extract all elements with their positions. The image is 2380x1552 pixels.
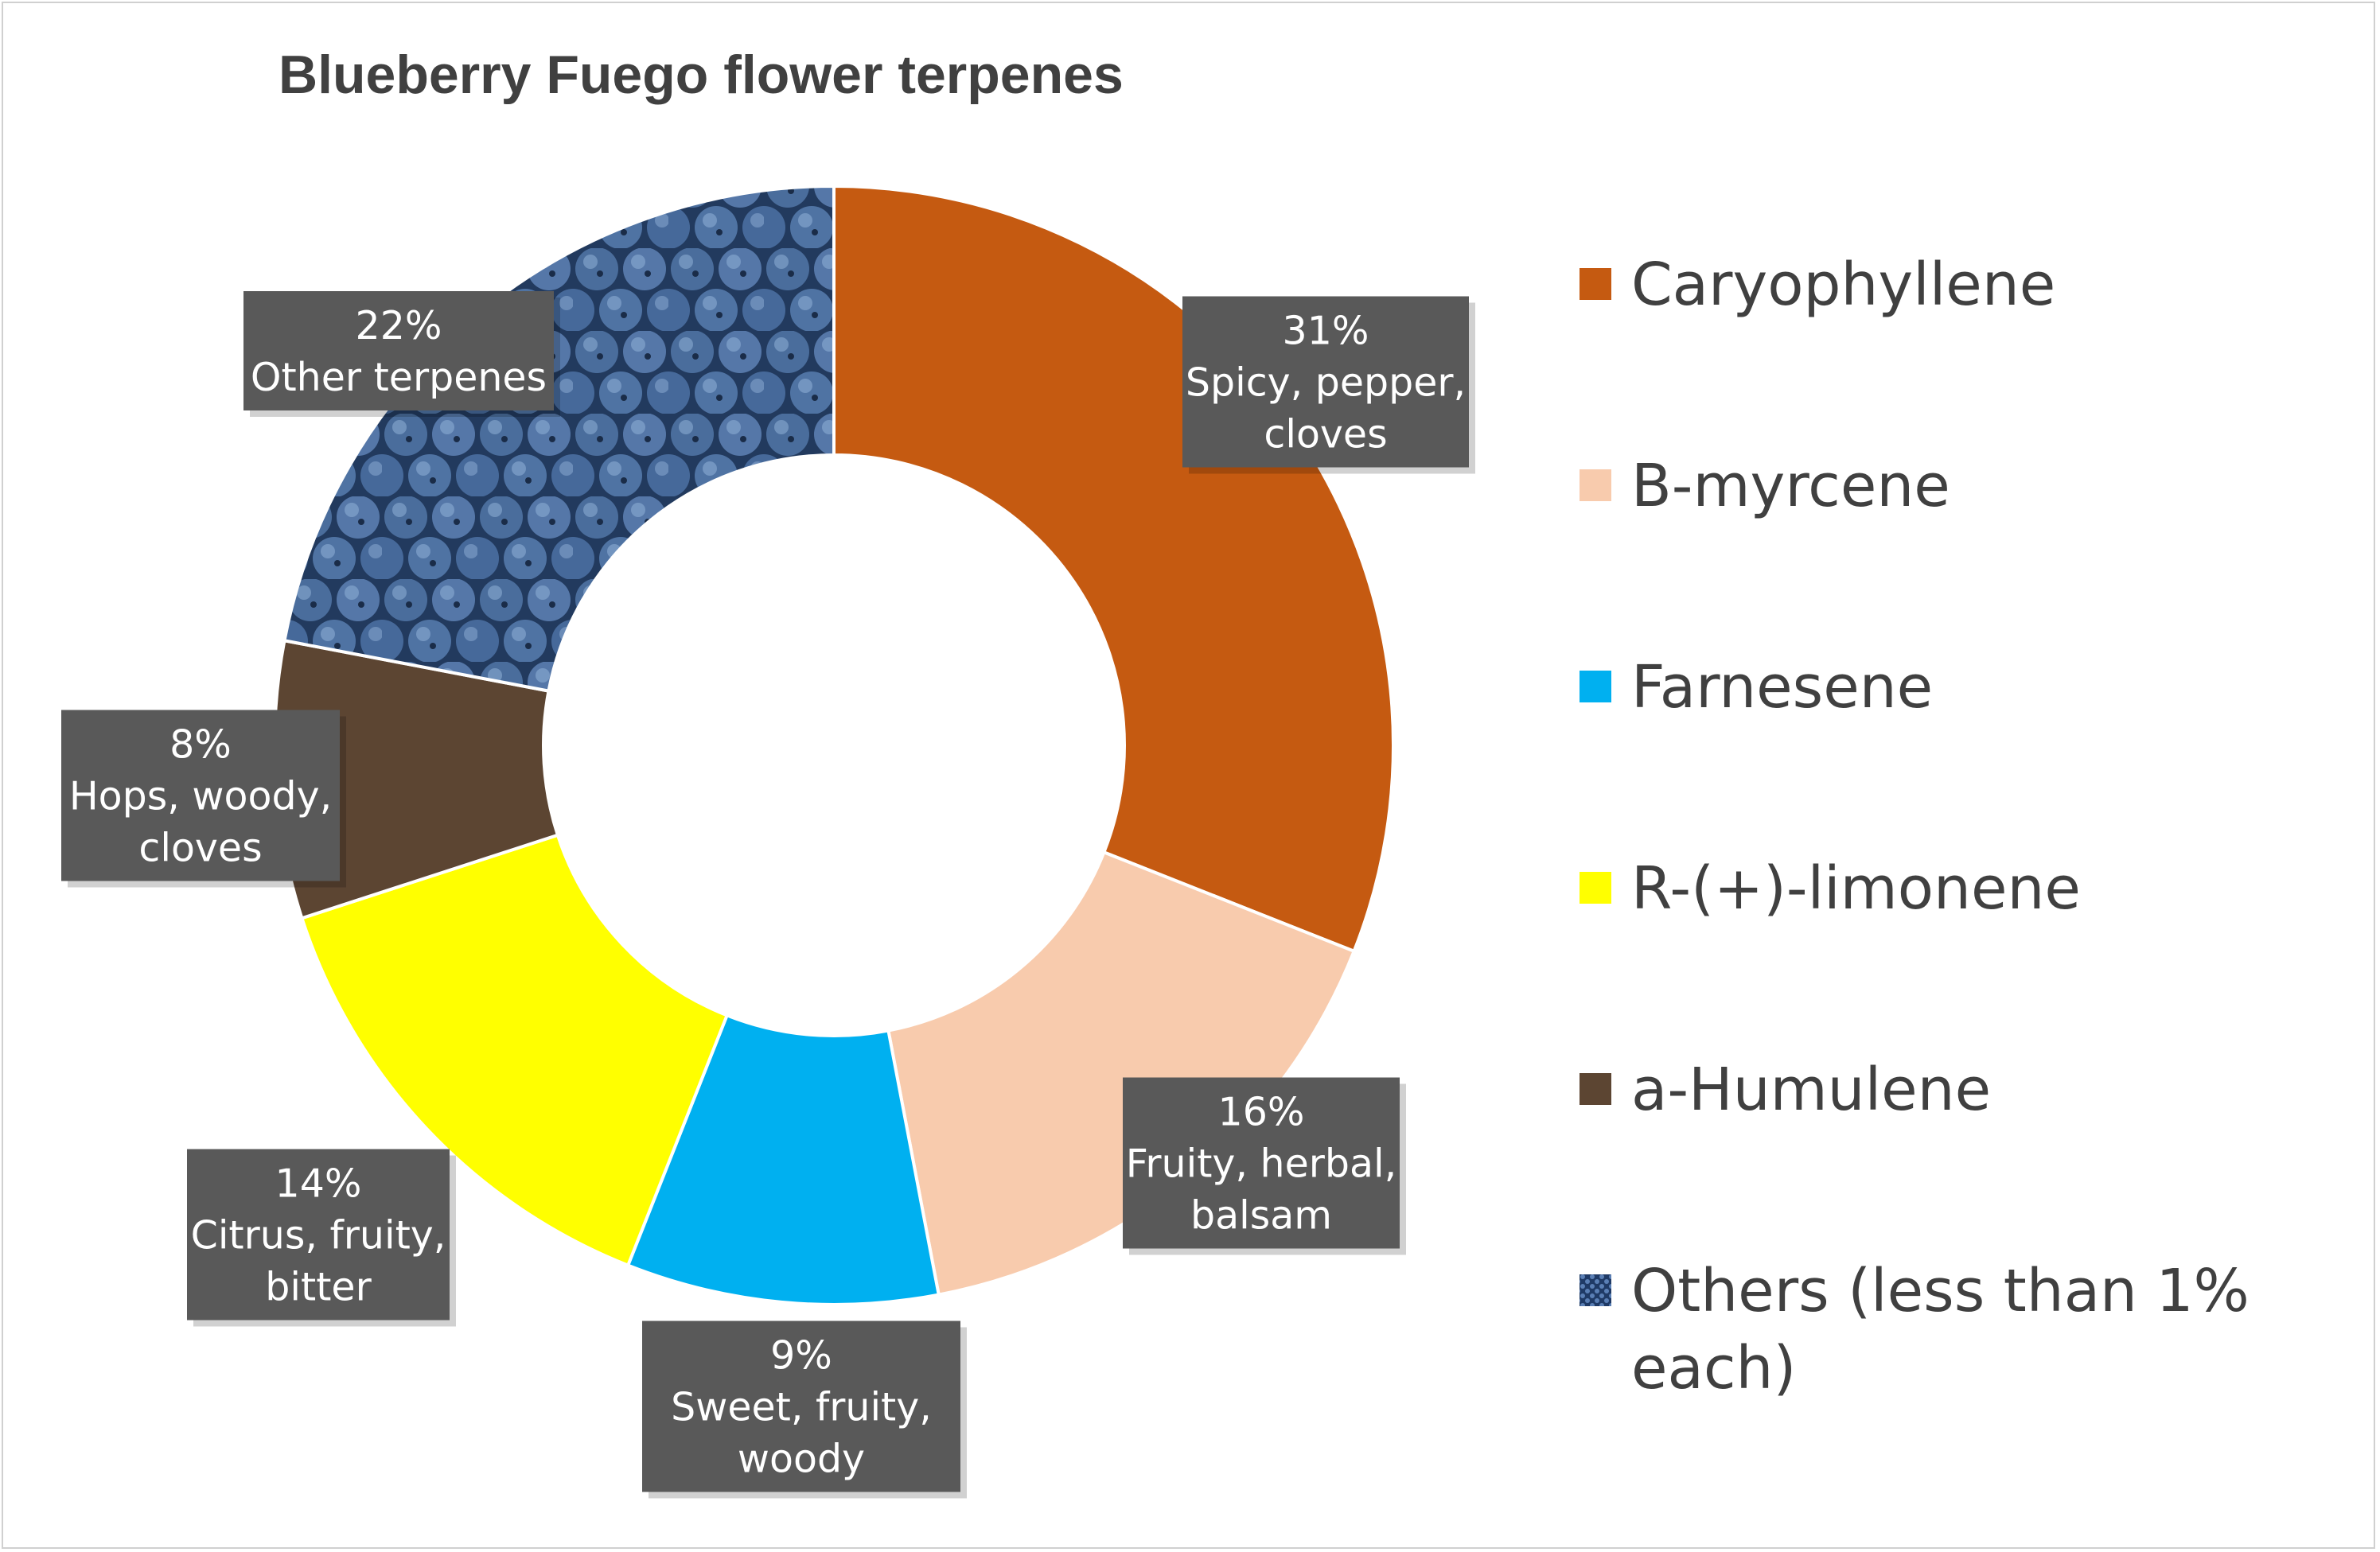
- legend-label: Farnesene: [1631, 653, 1933, 722]
- data-label-percent: 9%: [770, 1333, 832, 1379]
- slice-farnesene: [625, 1013, 941, 1307]
- legend-swatch: [1580, 872, 1611, 904]
- slice-others-less-than-1-each: [282, 184, 836, 693]
- data-label-box: [243, 291, 554, 410]
- data-label-description: cloves: [1264, 412, 1387, 457]
- data-label-box: [61, 710, 340, 881]
- legend-label: B-myrcene: [1631, 452, 1950, 520]
- data-label-box: [1182, 296, 1469, 468]
- legend-label: R-(+)-limonene: [1631, 854, 2081, 923]
- data-label-description: woody: [738, 1437, 865, 1482]
- legend: CaryophylleneB-myrceneFarneseneR-(+)-lim…: [1580, 251, 2250, 1402]
- data-label-description: Sweet, fruity,: [671, 1385, 932, 1430]
- data-label-caryophyllene: 31% Spicy, pepper, cloves: [1182, 296, 1475, 474]
- data-label-others-less-than-1-each: 22% Other terpenes: [243, 291, 560, 417]
- data-label-description: Hops, woody,: [69, 774, 332, 819]
- data-label-description: Citrus, fruity,: [191, 1213, 446, 1258]
- legend-item-caryophyllene: Caryophyllene: [1580, 251, 2055, 319]
- legend-label: a-Humulene: [1631, 1056, 1991, 1124]
- slice-r-limonene: [299, 833, 730, 1268]
- data-label-box: [1123, 1077, 1400, 1249]
- data-label-percent: 16%: [1218, 1090, 1305, 1135]
- data-label-percent: 14%: [275, 1161, 362, 1207]
- legend-swatch: [1580, 268, 1611, 300]
- data-label-box: [642, 1321, 960, 1492]
- data-label-description: balsam: [1190, 1193, 1332, 1239]
- data-label-farnesene: 9% Sweet, fruity, woody: [642, 1321, 967, 1499]
- data-label-percent: 8%: [169, 722, 232, 768]
- legend-label: Caryophyllene: [1631, 251, 2055, 319]
- data-label-description: Fruity, herbal,: [1126, 1142, 1396, 1187]
- legend-item-farnesene: Farnesene: [1580, 653, 1933, 722]
- data-label-r-limonene: 14% Citrus, fruity, bitter: [187, 1149, 456, 1327]
- data-label-description: cloves: [138, 826, 262, 871]
- data-label-percent: 31%: [1283, 309, 1369, 354]
- data-label-description: Spicy, pepper,: [1186, 360, 1466, 406]
- legend-label: each): [1631, 1334, 1796, 1402]
- data-label-description: Other terpenes: [251, 355, 547, 400]
- data-labels-group: 31% Spicy, pepper, cloves 16% Fruity, herbal…: [61, 291, 1475, 1499]
- legend-label: Others (less than 1%: [1631, 1257, 2250, 1325]
- data-label-a-humulene: 8% Hops, woody, cloves: [61, 710, 346, 888]
- legend-item-r-limonene: R-(+)-limonene: [1580, 854, 2081, 923]
- legend-swatch: [1580, 671, 1611, 702]
- legend-item-a-humulene: a-Humulene: [1580, 1056, 1991, 1124]
- data-label-percent: 22%: [356, 303, 442, 348]
- legend-item-others-less-than-1-each: Others (less than 1% each): [1580, 1257, 2250, 1402]
- legend-item-b-myrcene: B-myrcene: [1580, 452, 1950, 520]
- legend-swatch: [1580, 469, 1611, 501]
- chart-title: Blueberry Fuego flower terpenes: [279, 45, 1124, 105]
- data-label-box: [187, 1149, 450, 1321]
- data-label-b-myrcene: 16% Fruity, herbal, balsam: [1123, 1077, 1406, 1255]
- legend-swatch: [1580, 1274, 1611, 1306]
- legend-swatch: [1580, 1073, 1611, 1105]
- data-label-description: bitter: [265, 1265, 372, 1310]
